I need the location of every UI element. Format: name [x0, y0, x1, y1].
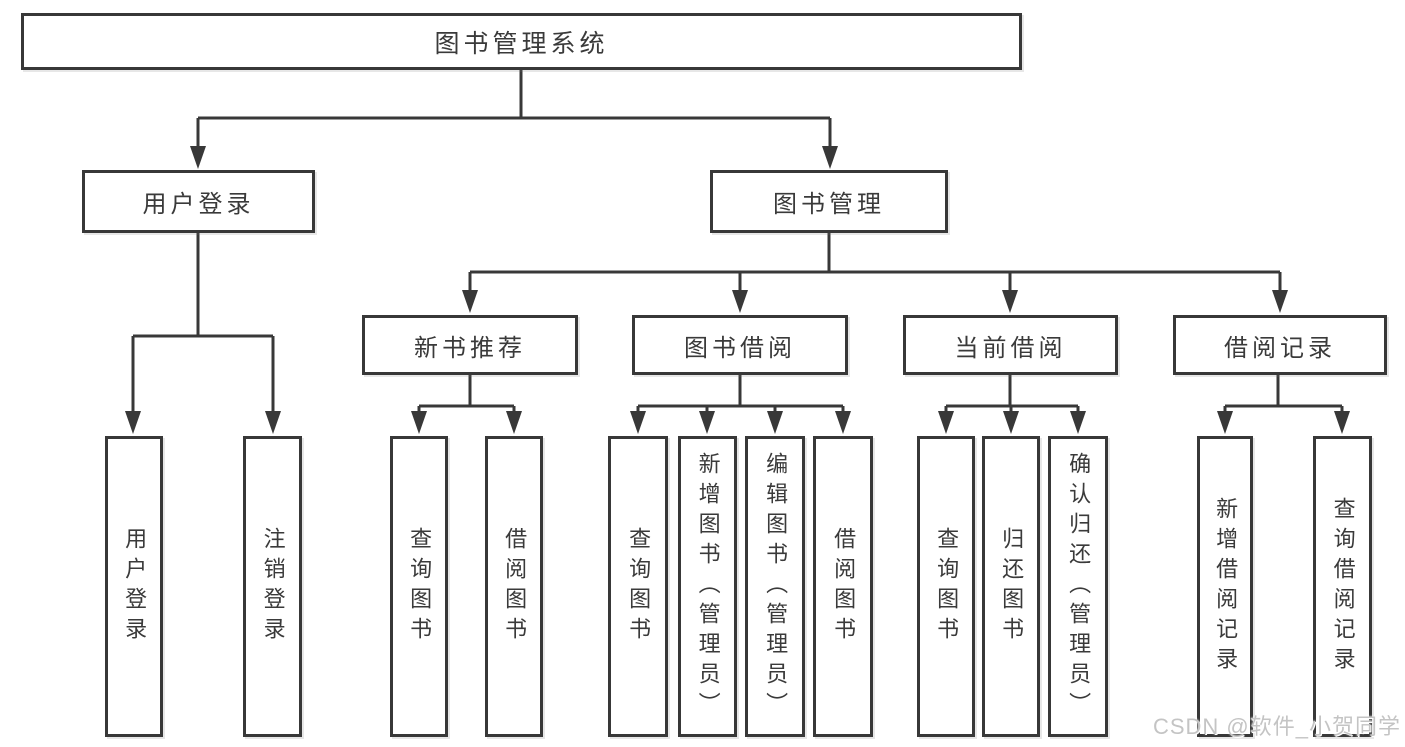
leaf-logout: 注销登录 [243, 436, 302, 737]
connector-new-book-to-leaves [411, 375, 522, 434]
csdn-watermark: CSDN @软件_小贺同学 [1152, 714, 1401, 739]
leaf-newbook-borrow-books: 借阅图书 [485, 436, 543, 737]
node-book-management: 图书管理 [710, 170, 948, 233]
connector-borrow-records-to-leaves [1217, 375, 1350, 434]
leaf-current-return-books: 归还图书 [982, 436, 1040, 737]
leaf-records-add-borrow-record-label: 新增借阅记录 [1213, 496, 1239, 677]
leaf-borrow-borrow-books: 借阅图书 [813, 436, 873, 737]
leaf-logout-label: 注销登录 [260, 526, 286, 647]
leaf-borrow-edit-books-admin-label: 编辑图书（管理员） [763, 451, 789, 722]
leaf-newbook-borrow-books-label: 借阅图书 [502, 526, 528, 647]
leaf-records-query-borrow-record: 查询借阅记录 [1313, 436, 1372, 737]
leaf-borrow-query-books: 查询图书 [608, 436, 668, 737]
node-library-system-root: 图书管理系统 [21, 13, 1022, 70]
node-user-login: 用户登录 [82, 170, 315, 233]
leaf-user-login-label: 用户登录 [122, 526, 148, 647]
leaf-borrow-query-books-label: 查询图书 [626, 526, 652, 647]
node-book-borrow: 图书借阅 [632, 315, 848, 375]
leaf-current-query-books-label: 查询图书 [934, 526, 960, 647]
connector-book-mgmt-to-level3 [462, 233, 1288, 313]
leaf-current-query-books: 查询图书 [917, 436, 975, 737]
connector-current-borrow-to-leaves [938, 375, 1086, 434]
connector-user-login-to-leaves [125, 232, 281, 434]
leaf-records-add-borrow-record: 新增借阅记录 [1197, 436, 1253, 737]
leaf-current-confirm-return-admin-label: 确认归还（管理员） [1066, 451, 1092, 722]
connector-root-to-level2 [190, 69, 838, 169]
connector-book-borrow-to-leaves [630, 375, 851, 434]
leaf-newbook-query-books-label: 查询图书 [407, 526, 433, 647]
leaf-current-return-books-label: 归还图书 [999, 526, 1025, 647]
leaf-borrow-borrow-books-label: 借阅图书 [831, 526, 857, 647]
node-current-borrow: 当前借阅 [903, 315, 1118, 375]
leaf-borrow-add-books-admin: 新增图书（管理员） [678, 436, 737, 737]
leaf-records-query-borrow-record-label: 查询借阅记录 [1330, 496, 1356, 677]
leaf-current-confirm-return-admin: 确认归还（管理员） [1048, 436, 1108, 737]
leaf-newbook-query-books: 查询图书 [390, 436, 448, 737]
leaf-borrow-edit-books-admin: 编辑图书（管理员） [745, 436, 805, 737]
leaf-user-login: 用户登录 [105, 436, 163, 737]
node-new-book-recommend: 新书推荐 [362, 315, 578, 375]
leaf-borrow-add-books-admin-label: 新增图书（管理员） [695, 451, 721, 722]
node-borrow-records: 借阅记录 [1173, 315, 1387, 375]
